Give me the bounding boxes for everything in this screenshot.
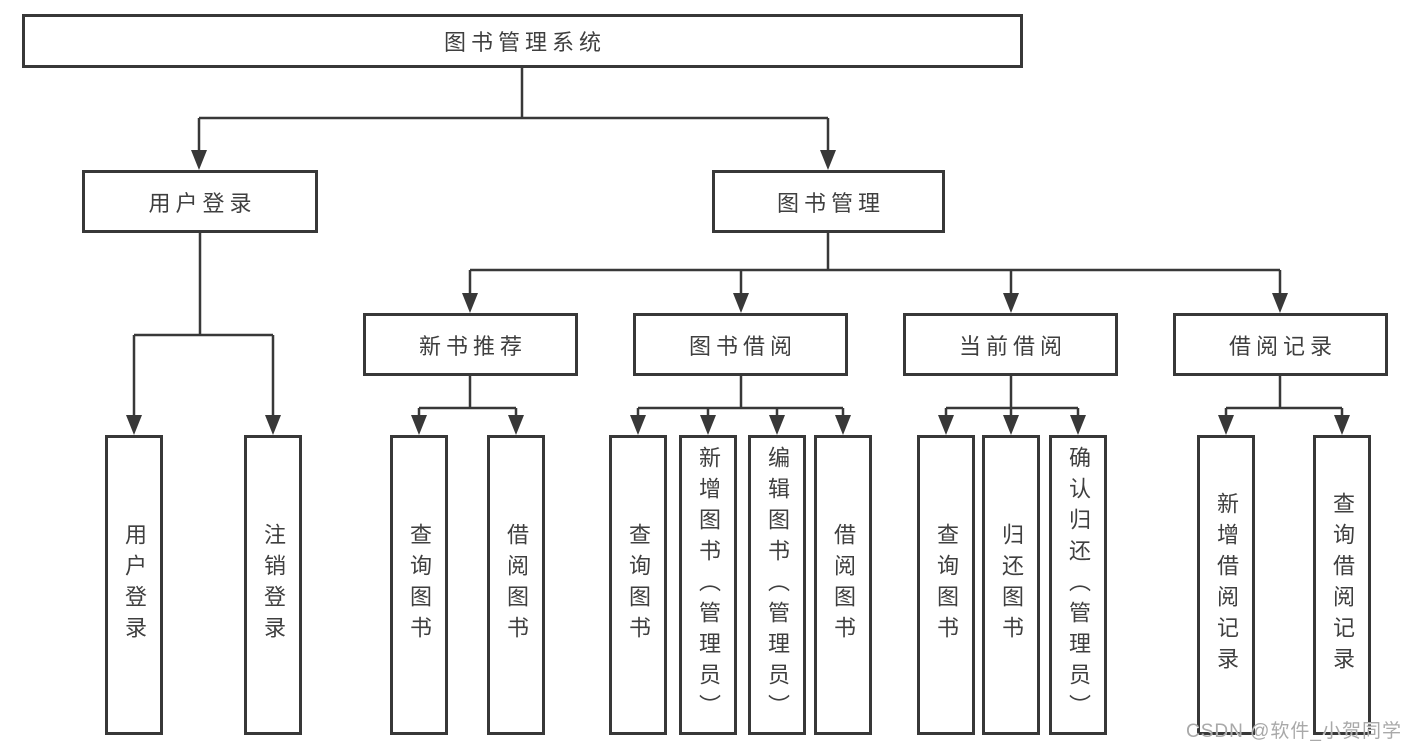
node-root: 图书管理系统 [22, 14, 1023, 68]
leaf-nbr-borrow-books-label: 借阅图书 [504, 523, 529, 647]
node-book-management: 图书管理 [712, 170, 945, 233]
leaf-bb-query-books: 查询图书 [609, 435, 667, 735]
node-book-borrowing-label: 图书借阅 [688, 333, 797, 359]
leaf-nbr-query-books-label: 查询图书 [407, 523, 432, 647]
leaf-br-add-record: 新增借阅记录 [1197, 435, 1255, 735]
leaf-logout-label: 注销登录 [261, 523, 286, 647]
tree-edges [132, 68, 1344, 418]
leaf-nbr-borrow-books: 借阅图书 [487, 435, 545, 735]
leaf-br-query-record-label: 查询借阅记录 [1330, 492, 1355, 678]
leaf-br-query-record: 查询借阅记录 [1313, 435, 1371, 735]
leaf-bb-edit-books-admin-label: 编辑图书（管理员） [765, 445, 790, 725]
leaf-bb-query-books-label: 查询图书 [626, 523, 651, 647]
node-borrowing-records: 借阅记录 [1173, 313, 1388, 376]
leaf-bb-edit-books-admin: 编辑图书（管理员） [748, 435, 806, 735]
node-new-book-recommend-label: 新书推荐 [418, 333, 527, 359]
leaf-logout: 注销登录 [244, 435, 302, 735]
leaf-cb-query-books: 查询图书 [917, 435, 975, 735]
leaf-user-login-label: 用户登录 [122, 523, 147, 647]
node-book-borrowing: 图书借阅 [633, 313, 848, 376]
leaf-cb-return-books: 归还图书 [982, 435, 1040, 735]
leaf-user-login: 用户登录 [105, 435, 163, 735]
leaf-bb-borrow-books: 借阅图书 [814, 435, 872, 735]
node-book-management-label: 图书管理 [776, 190, 885, 216]
leaf-br-add-record-label: 新增借阅记录 [1214, 492, 1239, 678]
node-user-login: 用户登录 [82, 170, 318, 233]
leaf-cb-confirm-return-admin-label: 确认归还（管理员） [1066, 445, 1091, 725]
leaf-cb-return-books-label: 归还图书 [999, 523, 1024, 647]
node-root-label: 图书管理系统 [443, 30, 606, 55]
node-current-borrowing: 当前借阅 [903, 313, 1118, 376]
leaf-bb-borrow-books-label: 借阅图书 [831, 523, 856, 647]
leaf-bb-add-books-admin-label: 新增图书（管理员） [696, 445, 721, 725]
leaf-cb-confirm-return-admin: 确认归还（管理员） [1049, 435, 1107, 735]
node-borrowing-records-label: 借阅记录 [1228, 333, 1337, 359]
node-current-borrowing-label: 当前借阅 [958, 333, 1067, 359]
leaf-bb-add-books-admin: 新增图书（管理员） [679, 435, 737, 735]
node-user-login-label: 用户登录 [148, 190, 257, 216]
leaf-nbr-query-books: 查询图书 [390, 435, 448, 735]
leaf-cb-query-books-label: 查询图书 [934, 523, 959, 647]
csdn-watermark: CSDN @软件_小贺同学 [1186, 721, 1402, 742]
node-new-book-recommend: 新书推荐 [363, 313, 578, 376]
